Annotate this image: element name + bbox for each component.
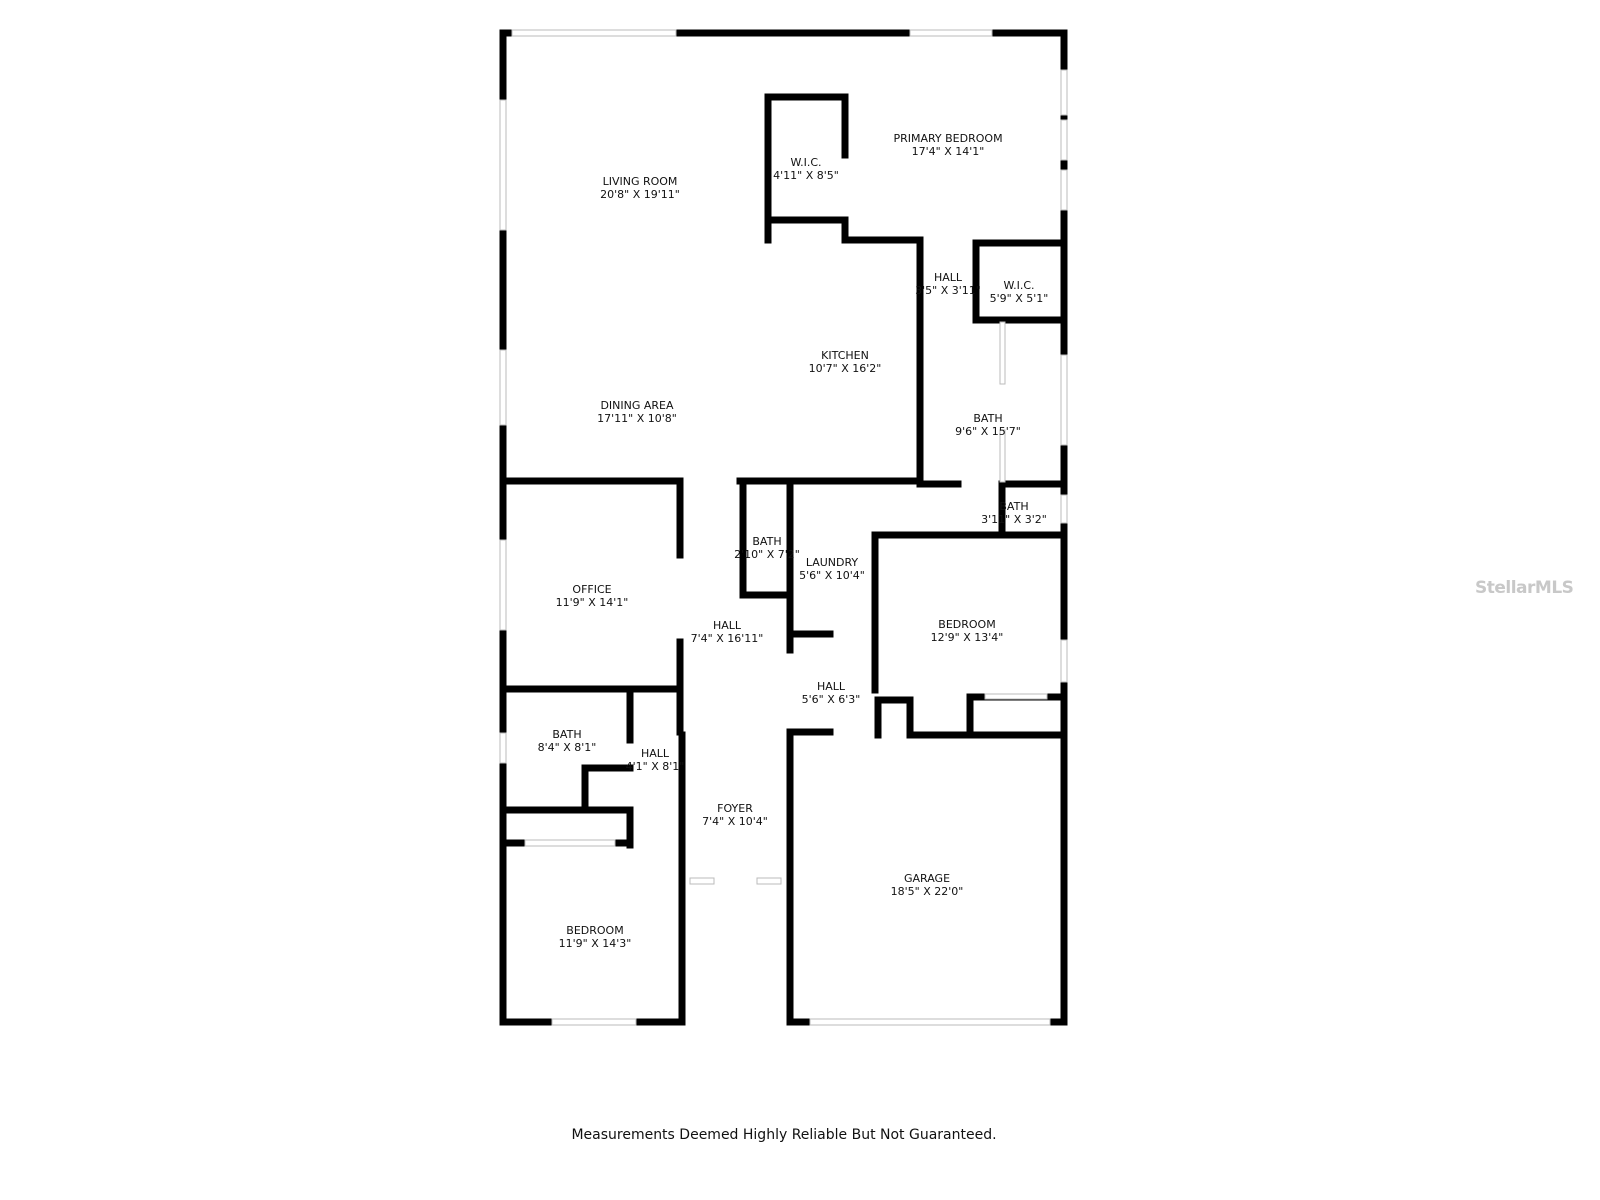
room-size: 4'11" X 8'5" xyxy=(773,169,839,182)
room-name: BATH xyxy=(752,535,782,548)
room-name: BATH xyxy=(999,500,1029,513)
room-name: W.I.C. xyxy=(790,156,822,169)
room-size: 7'4" X 10'4" xyxy=(702,815,768,828)
room-wic-bath: W.I.C.5'9" X 5'1" xyxy=(990,279,1049,305)
room-size: 4'1" X 8'1" xyxy=(625,760,685,773)
windows xyxy=(499,29,1068,1026)
room-size: 3'5" X 3'11" xyxy=(915,284,981,297)
room-name: LIVING ROOM xyxy=(602,175,678,188)
room-size: 3'11" X 3'2" xyxy=(981,513,1047,526)
room-size: 11'9" X 14'1" xyxy=(555,596,629,609)
room-name: BEDROOM xyxy=(938,618,996,631)
room-name: BATH xyxy=(973,412,1003,425)
disclaimer: Measurements Deemed Highly Reliable But … xyxy=(571,1127,997,1143)
room-name: DINING AREA xyxy=(600,399,674,412)
room-wic-primary: W.I.C.4'11" X 8'5" xyxy=(773,156,839,182)
room-size: 10'7" X 16'2" xyxy=(808,362,882,375)
room-name: OFFICE xyxy=(572,583,612,596)
room-size: 9'6" X 15'7" xyxy=(955,425,1021,438)
room-name: LAUNDRY xyxy=(805,556,859,569)
room-size: 2'10" X 7'2" xyxy=(734,548,800,561)
room-size: 5'9" X 5'1" xyxy=(989,292,1049,305)
room-name: HALL xyxy=(933,271,963,284)
room-name: HALL xyxy=(816,680,846,693)
room-name: GARAGE xyxy=(903,872,951,885)
room-size: 5'6" X 10'4" xyxy=(799,569,865,582)
room-name: HALL xyxy=(712,619,742,632)
room-size: 12'9" X 13'4" xyxy=(930,631,1004,644)
watermark: StellarMLS xyxy=(1475,578,1574,598)
room-size: 20'8" X 19'11" xyxy=(600,188,680,201)
room-size: 5'6" X 6'3" xyxy=(801,693,861,706)
room-size: 17'4" X 14'1" xyxy=(911,145,985,158)
room-size: 8'4" X 8'1" xyxy=(537,741,597,754)
room-name: HALL xyxy=(640,747,670,760)
room-name: W.I.C. xyxy=(1003,279,1035,292)
room-size: 17'11" X 10'8" xyxy=(597,412,677,425)
room-name: FOYER xyxy=(717,802,753,815)
room-name: PRIMARY BEDROOM xyxy=(893,132,1003,145)
room-size: 11'9" X 14'3" xyxy=(558,937,632,950)
room-size: 7'4" X 16'11" xyxy=(690,632,764,645)
room-name: BEDROOM xyxy=(566,924,624,937)
room-name: KITCHEN xyxy=(821,349,869,362)
room-name: BATH xyxy=(552,728,582,741)
room-size: 18'5" X 22'0" xyxy=(890,885,964,898)
